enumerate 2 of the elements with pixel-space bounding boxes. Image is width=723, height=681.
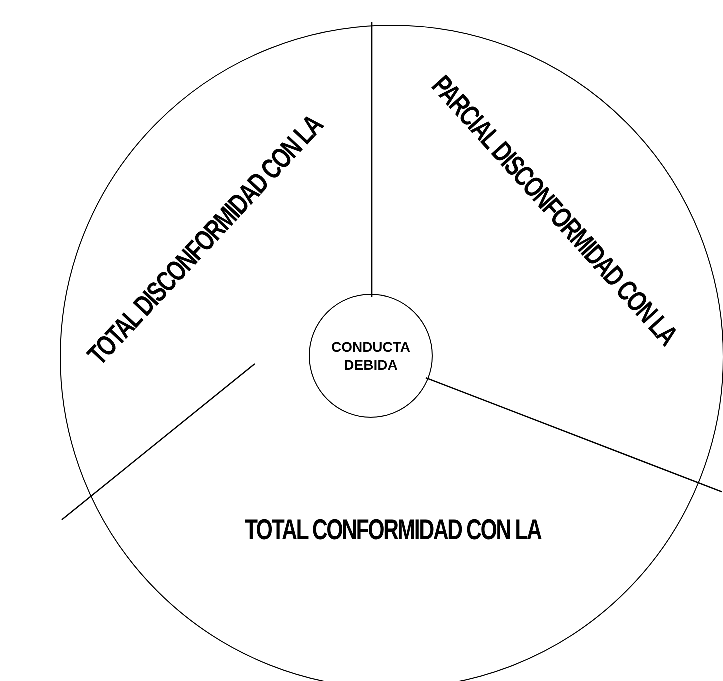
center-label: CONDUCTA DEBIDA [330,338,412,374]
sector-label: TOTAL CONFORMIDAD CON LA [244,514,542,548]
